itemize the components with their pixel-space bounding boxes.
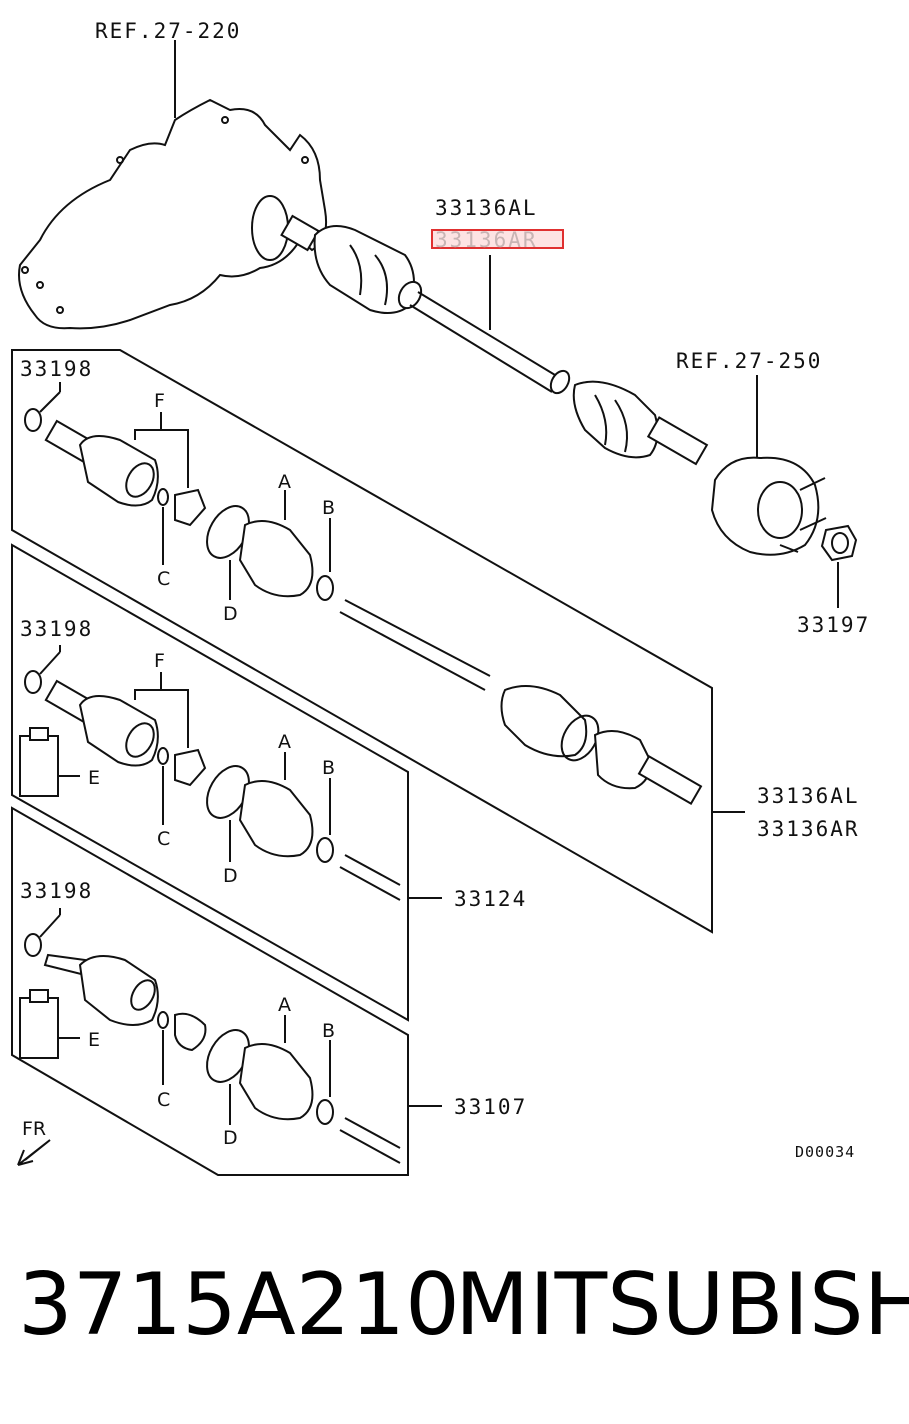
letter-D-box2: D — [223, 865, 238, 887]
front-marker-label: FR — [22, 1118, 46, 1140]
caption-part-number: 3715A210 — [18, 1255, 460, 1355]
top-driveshaft — [280, 214, 709, 466]
letter-A-box3: A — [278, 994, 291, 1016]
letter-A-box2: A — [278, 731, 291, 753]
kit-box-3 — [11, 806, 409, 1176]
letter-D-box3: D — [223, 1127, 238, 1149]
letter-C-box3: C — [157, 1089, 170, 1111]
diagram-code: D00034 — [795, 1143, 855, 1161]
label-33136AR-highlighted[interactable]: 33136AR — [435, 228, 538, 252]
label-33107: 33107 — [454, 1095, 527, 1119]
box3-parts — [19, 908, 401, 1164]
label-33136AL-top: 33136AL — [435, 196, 538, 220]
kit-box-1 — [11, 349, 713, 934]
label-33136AL-right: 33136AL — [757, 784, 860, 808]
letter-F-box1: F — [154, 390, 165, 412]
letter-B-box2: B — [322, 757, 335, 779]
letter-E-box3: E — [88, 1029, 100, 1051]
transmission-outline — [18, 40, 328, 330]
label-33197: 33197 — [797, 613, 870, 637]
label-33124: 33124 — [454, 887, 527, 911]
hub-nut — [820, 524, 858, 608]
box2-parts — [19, 645, 401, 901]
caption-brand: MITSUBISHI — [455, 1255, 909, 1355]
letter-B-box3: B — [322, 1020, 335, 1042]
wheel-hub — [710, 375, 827, 556]
kit-box-2 — [11, 543, 409, 1022]
letter-C-box2: C — [157, 828, 170, 850]
letter-D-box1: D — [223, 603, 238, 625]
label-33198-box3: 33198 — [20, 879, 93, 903]
label-33198-box1: 33198 — [20, 357, 93, 381]
box1-parts — [24, 382, 703, 806]
label-33136AR-right: 33136AR — [757, 817, 860, 841]
ref-hub-label: REF.27-250 — [676, 349, 822, 373]
ref-transmission-label: REF.27-220 — [95, 19, 241, 43]
front-arrow-icon — [17, 1139, 51, 1166]
label-33198-box2: 33198 — [20, 617, 93, 641]
letter-C-box1: C — [157, 568, 170, 590]
letter-E-box2: E — [88, 767, 100, 789]
letter-A-box1: A — [278, 471, 291, 493]
letter-B-box1: B — [322, 497, 335, 519]
letter-F-box2: F — [154, 650, 165, 672]
highlight-box — [431, 229, 564, 249]
